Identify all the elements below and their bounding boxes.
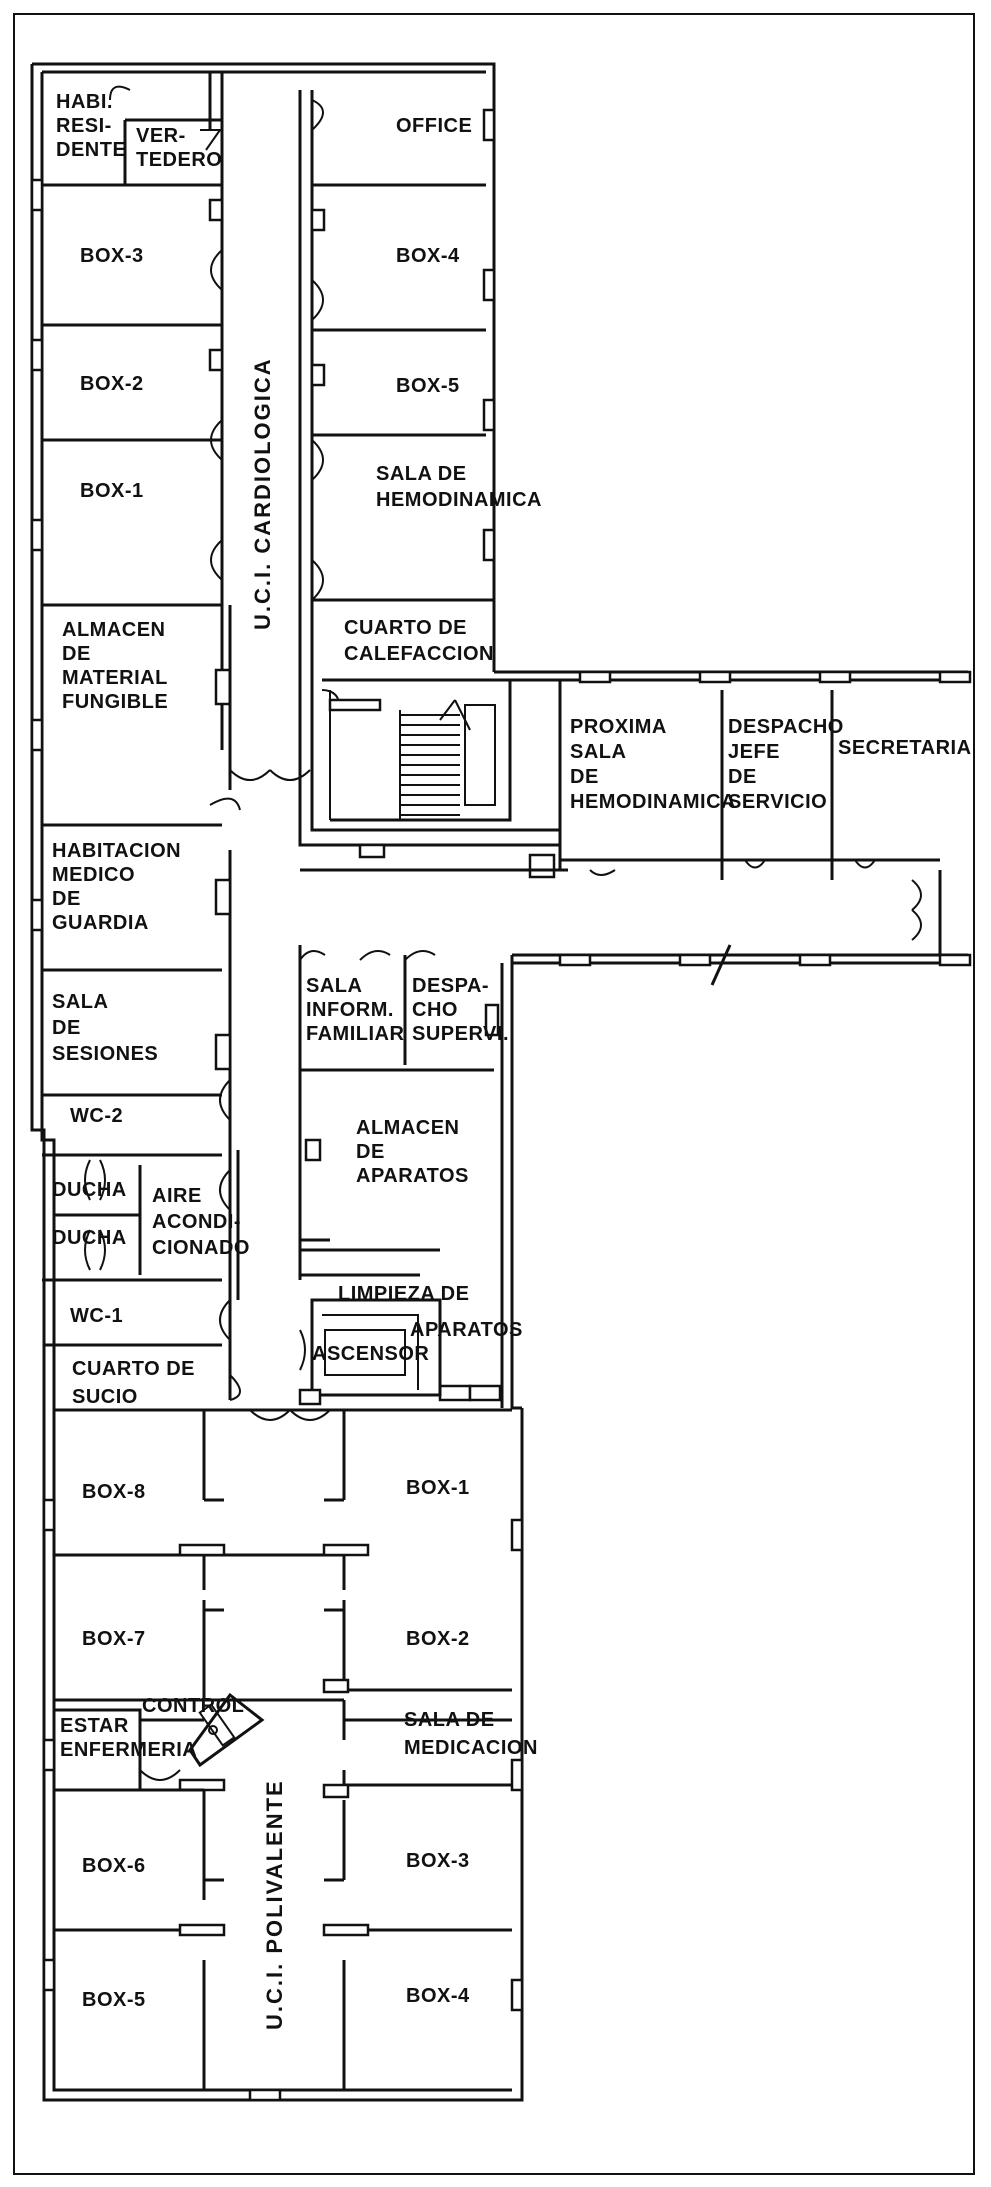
stair-block bbox=[298, 600, 560, 879]
room-label-habi-residente: HABI. bbox=[56, 91, 113, 113]
room-label-despacho-jefe: JEFE bbox=[728, 741, 780, 763]
room-label-almacen-fungible: MATERIAL bbox=[62, 667, 168, 689]
room-label-habitacion-medico: GUARDIA bbox=[52, 912, 149, 934]
room-label-aire: CIONADO bbox=[152, 1237, 250, 1259]
room-label-ducha2: DUCHA bbox=[52, 1227, 127, 1249]
room-label-habi-residente: RESI- bbox=[56, 115, 112, 137]
room-label-sala-sesiones: SALA bbox=[52, 991, 108, 1013]
room-label-wc1: WC-1 bbox=[70, 1305, 123, 1327]
room-label-limpieza: APARATOS bbox=[410, 1319, 523, 1341]
room-label-despacho-jefe: DE bbox=[728, 766, 757, 788]
room-label-sala-hemo: SALA DE bbox=[376, 463, 467, 485]
outer-walls bbox=[30, 62, 968, 2102]
room-label-estar: ESTAR bbox=[60, 1715, 129, 1737]
room-label-habitacion-medico: HABITACION bbox=[52, 840, 181, 862]
room-label-box2-top: BOX-2 bbox=[80, 373, 144, 395]
east-wing-partitions bbox=[300, 680, 942, 986]
corridor-label-cardio: U.C.I. CARDIOLOGICA bbox=[250, 357, 275, 630]
cardio-corridor-walls bbox=[109, 72, 324, 840]
room-label-despacho-superv: SUPERVI. bbox=[412, 1023, 509, 1045]
room-label-sala-sesiones: SESIONES bbox=[52, 1043, 158, 1065]
room-label-almacen-fungible: DE bbox=[62, 643, 91, 665]
room-label-almacen-aparatos: ALMACEN bbox=[356, 1117, 460, 1139]
room-label-box2-bot: BOX-2 bbox=[406, 1628, 470, 1650]
equipment-rooms bbox=[298, 1070, 442, 1406]
room-label-proxima-sala: PROXIMA bbox=[570, 716, 667, 738]
room-label-ascensor: ASCENSOR bbox=[312, 1343, 429, 1365]
room-label-habitacion-medico: DE bbox=[52, 888, 81, 910]
room-label-limpieza: LIMPIEZA DE bbox=[338, 1283, 469, 1305]
room-label-despacho-superv: CHO bbox=[412, 999, 458, 1021]
room-label-box1-bot: BOX-1 bbox=[406, 1477, 470, 1499]
north-partitions bbox=[42, 118, 494, 607]
room-label-ducha1: DUCHA bbox=[52, 1179, 127, 1201]
room-label-aire: AIRE bbox=[152, 1185, 202, 1207]
room-label-cuarto-calef: CALEFACCION bbox=[344, 643, 494, 665]
page-frame bbox=[13, 13, 975, 2175]
room-label-habitacion-medico: MEDICO bbox=[52, 864, 135, 886]
room-label-vertedero: TEDERO bbox=[136, 149, 222, 171]
room-label-habi-residente: DENTE bbox=[56, 139, 126, 161]
room-label-almacen-aparatos: DE bbox=[356, 1141, 385, 1163]
room-label-sala-sesiones: DE bbox=[52, 1017, 81, 1039]
room-label-almacen-fungible: FUNGIBLE bbox=[62, 691, 168, 713]
room-label-control: CONTROL bbox=[142, 1695, 244, 1717]
room-label-proxima-sala: SALA bbox=[570, 741, 626, 763]
room-label-box8-bot: BOX-8 bbox=[82, 1481, 146, 1503]
room-label-box5-bot: BOX-5 bbox=[82, 1989, 146, 2011]
room-label-box4-top: BOX-4 bbox=[396, 245, 460, 267]
room-label-almacen-fungible: ALMACEN bbox=[62, 619, 166, 641]
family-room-block bbox=[298, 945, 500, 1072]
corridor-label-poly: U.C.I. POLIVALENTE bbox=[262, 1779, 287, 2030]
room-label-sala-inform: FAMILIAR bbox=[306, 1023, 404, 1045]
room-label-sala-hemo: HEMODINAMICA bbox=[376, 489, 542, 511]
room-label-estar: ENFERMERIA bbox=[60, 1739, 197, 1761]
poly-corridor-walls bbox=[54, 1408, 512, 2090]
room-label-sala-medicacion: MEDICACION bbox=[404, 1737, 538, 1759]
room-label-cuarto-sucio: SUCIO bbox=[72, 1386, 138, 1408]
room-label-wc2: WC-2 bbox=[70, 1105, 123, 1127]
room-label-proxima-sala: DE bbox=[570, 766, 599, 788]
room-label-box7-bot: BOX-7 bbox=[82, 1628, 146, 1650]
room-label-despacho-superv: DESPA- bbox=[412, 975, 489, 997]
room-label-cuarto-sucio: CUARTO DE bbox=[72, 1358, 195, 1380]
room-label-sala-inform: SALA bbox=[306, 975, 362, 997]
room-label-office: OFFICE bbox=[396, 115, 472, 137]
room-label-despacho-jefe: SERVICIO bbox=[728, 791, 827, 813]
room-label-sala-inform: INFORM. bbox=[306, 999, 394, 1021]
room-label-box6-bot: BOX-6 bbox=[82, 1855, 146, 1877]
room-label-box4-bot: BOX-4 bbox=[406, 1985, 470, 2007]
room-label-proxima-sala: HEMODINAMICA bbox=[570, 791, 736, 813]
room-label-almacen-aparatos: APARATOS bbox=[356, 1165, 469, 1187]
middle-left-partitions bbox=[42, 605, 311, 827]
sanitary-block bbox=[42, 1150, 331, 1421]
room-label-box3-bot: BOX-3 bbox=[406, 1850, 470, 1872]
room-label-despacho-jefe: DESPACHO bbox=[728, 716, 844, 738]
room-label-sala-medicacion: SALA DE bbox=[404, 1709, 495, 1731]
room-label-aire: ACONDI- bbox=[152, 1211, 241, 1233]
room-label-box3-top: BOX-3 bbox=[80, 245, 144, 267]
room-label-box5-top: BOX-5 bbox=[396, 375, 460, 397]
room-label-cuarto-calef: CUARTO DE bbox=[344, 617, 467, 639]
windows bbox=[30, 108, 972, 2102]
room-label-box1-top: BOX-1 bbox=[80, 480, 144, 502]
room-label-secretaria: SECRETARIA bbox=[838, 737, 972, 759]
room-label-vertedero: VER- bbox=[136, 125, 186, 147]
